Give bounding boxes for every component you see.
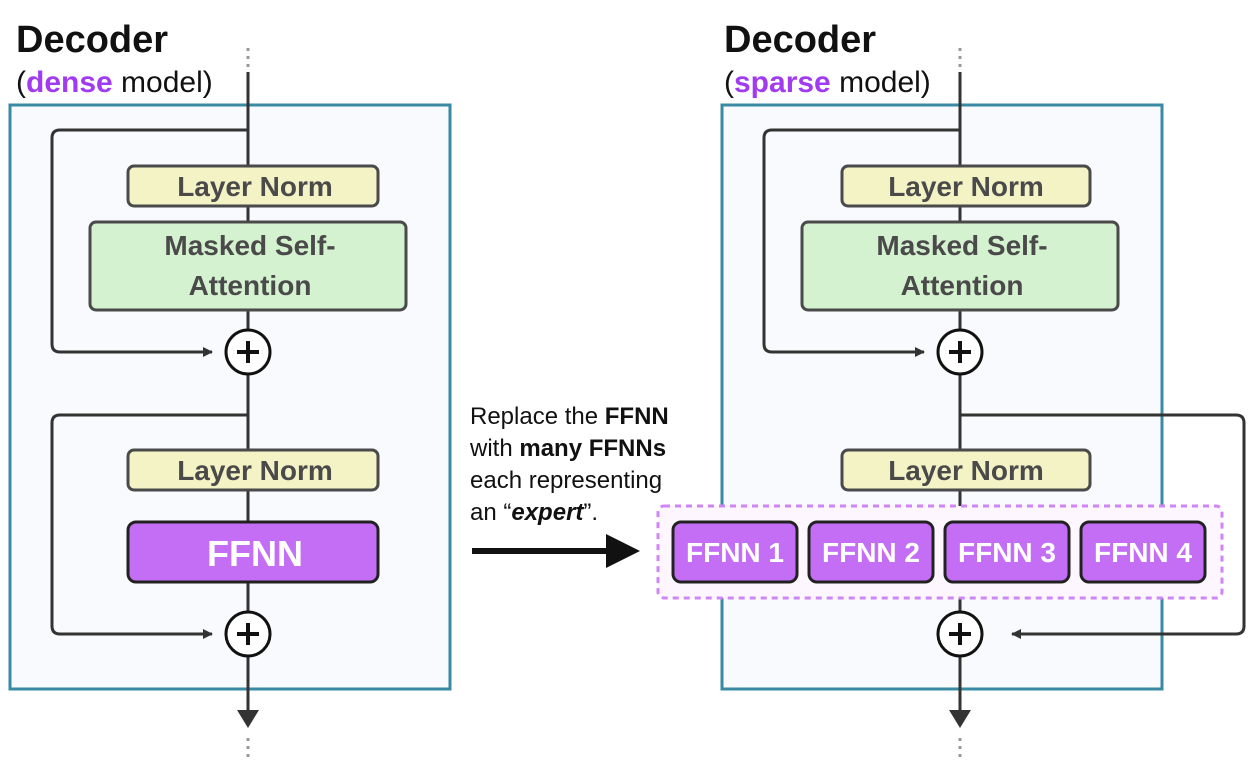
dense-subtitle-accent: dense xyxy=(26,66,113,99)
dense-subtitle: (dense model) xyxy=(16,66,213,99)
dense-residual-2 xyxy=(50,413,248,639)
sparse-residual-2 xyxy=(960,413,1246,639)
plus-circle-icon xyxy=(936,328,984,376)
sparse-subtitle: (sparse model) xyxy=(724,66,931,99)
dense-attention-label-1: Masked Self- xyxy=(164,230,335,261)
dense-decoder: Decoder (dense model) Layer Norm Masked … xyxy=(8,19,452,760)
sparse-layer-norm-1 xyxy=(840,164,1092,208)
dense-title: Decoder xyxy=(16,19,168,61)
plus-circle-icon xyxy=(224,328,272,376)
dense-exit-arrowhead xyxy=(237,710,259,728)
annotation-line-1: Replace the FFNN xyxy=(470,403,669,430)
dense-layer-norm-1-label: Layer Norm xyxy=(177,171,333,202)
sparse-layer-norm-2-label: Layer Norm xyxy=(888,455,1044,486)
expert-ffnn-4-label: FFNN 4 xyxy=(1094,537,1192,568)
replace-annotation: Replace the FFNN with many FFNNs each re… xyxy=(469,403,669,568)
dense-residual-1 xyxy=(50,128,248,357)
expert-ffnn-2-label: FFNN 2 xyxy=(822,537,920,568)
sparse-decoder: Decoder (sparse model) Layer Norm Masked… xyxy=(656,19,1246,760)
arrow-right-icon xyxy=(472,534,640,568)
plus-circle-icon xyxy=(936,610,984,658)
plus-circle-icon xyxy=(224,610,272,658)
expert-ffnn-1-label: FFNN 1 xyxy=(686,537,784,568)
sparse-attention-label-2: Attention xyxy=(901,270,1024,301)
sparse-exit-arrowhead xyxy=(949,710,971,728)
sparse-residual-1 xyxy=(762,128,960,357)
dense-ffnn xyxy=(126,520,380,584)
expert-ffnn-2: FFNN 2 xyxy=(807,520,935,584)
expert-ffnn-3-label: FFNN 3 xyxy=(958,537,1056,568)
dense-attention-label-2: Attention xyxy=(189,270,312,301)
expert-ffnn-3: FFNN 3 xyxy=(943,520,1071,584)
sparse-layer-norm-1-label: Layer Norm xyxy=(888,171,1044,202)
annotation-line-3: each representing xyxy=(470,467,662,494)
dense-layer-norm-2-label: Layer Norm xyxy=(177,455,333,486)
dense-attention xyxy=(88,220,408,312)
sparse-layer-norm-2 xyxy=(840,448,1092,492)
dense-ffnn-label: FFNN xyxy=(207,533,303,574)
dense-layer-norm-2 xyxy=(126,448,380,492)
sparse-attention xyxy=(800,220,1120,312)
sparse-attention-label-1: Masked Self- xyxy=(876,230,1047,261)
expert-ffnn-1: FFNN 1 xyxy=(671,520,799,584)
annotation-line-4: an “expert”. xyxy=(470,499,598,526)
dense-layer-norm-1 xyxy=(126,164,380,208)
expert-ffnn-4: FFNN 4 xyxy=(1079,520,1207,584)
sparse-title: Decoder xyxy=(724,19,876,61)
sparse-subtitle-accent: sparse xyxy=(734,66,831,99)
annotation-line-2: with many FFNNs xyxy=(469,435,666,462)
